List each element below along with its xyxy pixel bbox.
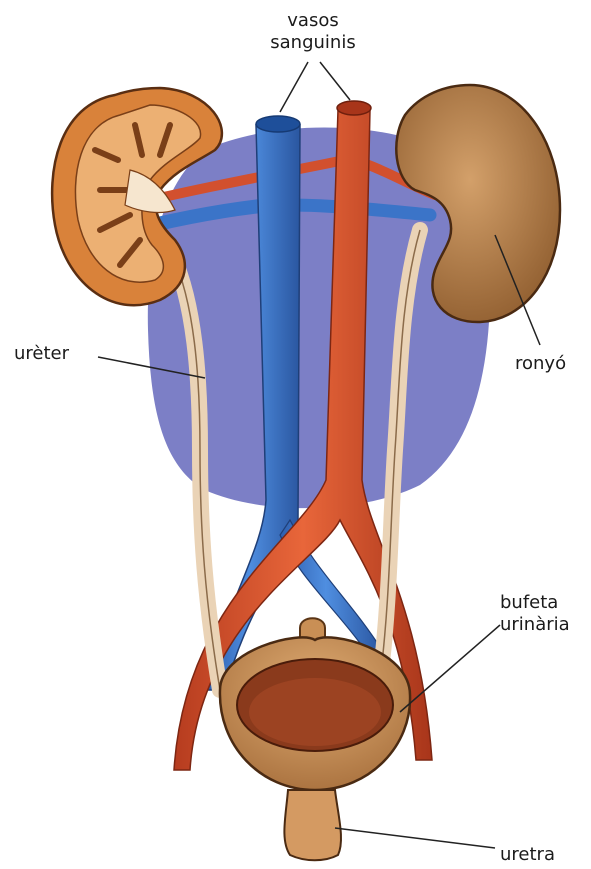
- label-ureter: urèter: [14, 343, 69, 365]
- label-bladder-line2: urinària: [500, 614, 570, 636]
- label-kidney: ronyó: [515, 353, 566, 375]
- label-bladder: bufeta urinària: [500, 592, 570, 636]
- label-bladder-line1: bufeta: [500, 592, 570, 614]
- label-urethra: uretra: [500, 844, 555, 866]
- label-blood-vessels: vasos sanguinis: [250, 10, 376, 54]
- label-blood-vessels-line2: sanguinis: [250, 32, 376, 54]
- urethra: [284, 790, 341, 860]
- aorta-opening: [337, 101, 371, 115]
- label-blood-vessels-line1: vasos: [250, 10, 376, 32]
- leader-urethra: [335, 828, 495, 848]
- vena-cava-opening: [256, 116, 300, 132]
